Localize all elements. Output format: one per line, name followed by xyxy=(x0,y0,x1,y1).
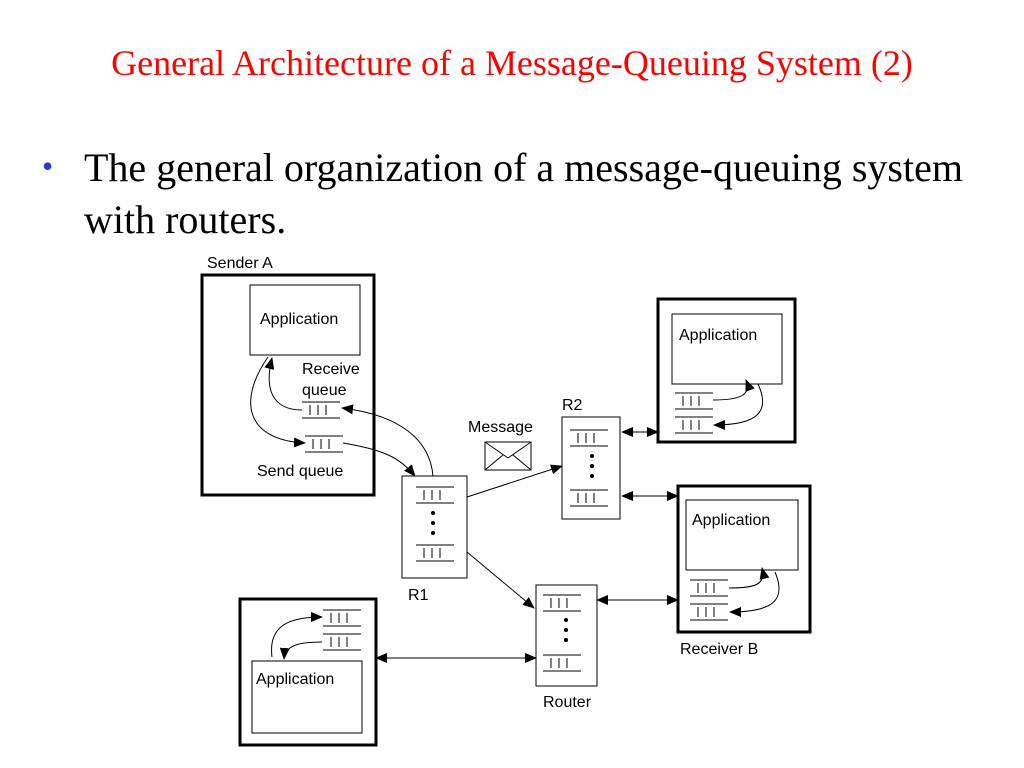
router-bottom xyxy=(535,584,598,687)
bullet-dot-icon: • xyxy=(42,148,54,184)
router-r1 xyxy=(401,475,468,579)
top-receiver-application-label: Application xyxy=(679,327,757,344)
message-envelope-icon xyxy=(484,441,532,471)
sender-a-host: Application Receive queue Send queue xyxy=(200,273,376,497)
router-r2 xyxy=(561,416,621,520)
bottom-left-host: Application xyxy=(238,597,378,747)
receive-queue-label-line2: queue xyxy=(302,382,347,399)
top-receiver-host: Application xyxy=(656,297,797,444)
sender-a-application-label: Application xyxy=(260,311,338,328)
r1-label: R1 xyxy=(408,587,429,604)
receiver-b-host: Application xyxy=(676,484,812,634)
message-label: Message xyxy=(468,419,533,436)
r2-label: R2 xyxy=(562,397,583,414)
receive-queue-label-line1: Receive xyxy=(302,361,360,378)
bottom-left-application-label: Application xyxy=(256,671,334,688)
router-label: Router xyxy=(543,694,592,711)
slide-title: General Architecture of a Message-Queuin… xyxy=(111,43,913,83)
sender-a-label: Sender A xyxy=(207,255,273,272)
bullet-text: The general organization of a message-qu… xyxy=(84,145,963,242)
send-queue-label: Send queue xyxy=(257,463,343,480)
receiver-b-application-label: Application xyxy=(692,512,770,529)
receiver-b-label: Receiver B xyxy=(680,641,758,658)
